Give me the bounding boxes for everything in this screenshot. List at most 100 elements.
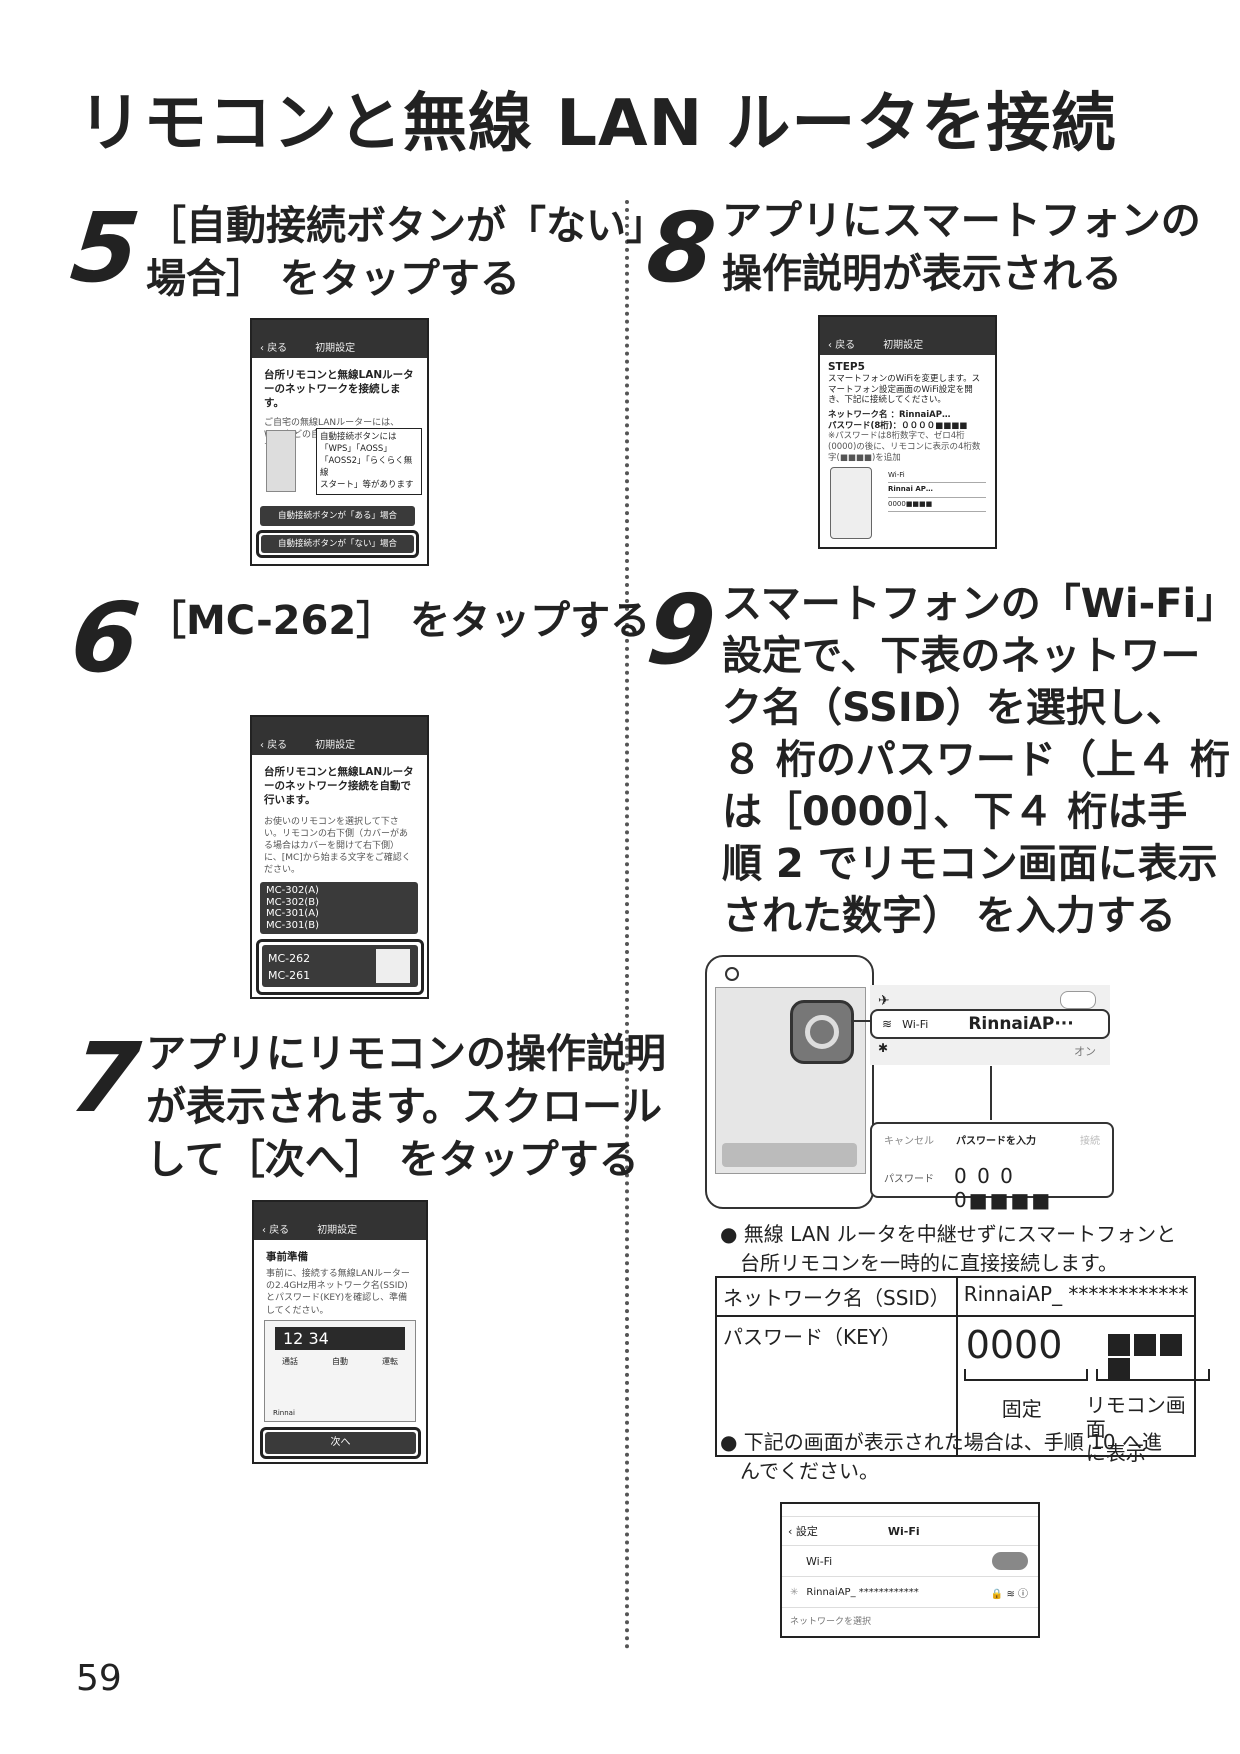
camera-icon [725, 967, 739, 981]
back-button[interactable]: ‹ 戻る [262, 1224, 290, 1236]
screen-title: Wi-Fi [887, 1524, 920, 1538]
step-8-number: 8 [642, 192, 721, 304]
step-5-number: 5 [66, 192, 145, 304]
back-button[interactable]: ‹ 戻る [260, 342, 288, 354]
wifi-settings-panel: ✈ ≋ Wi-Fi RinnaiAP··· ✱ オン [870, 985, 1110, 1065]
auto-button-no[interactable]: 自動接続ボタンが「ない」場合 [261, 535, 414, 553]
step-9-line-3: ク名（SSID）を選択し、 [722, 685, 1186, 731]
step-9-line-2: 設定で、下表のネットワー [722, 633, 1201, 679]
password-dialog-title: パスワードを入力 [956, 1136, 1036, 1147]
fixed-bracket [963, 1369, 1088, 1381]
nav-bar: ‹ 戻る 初期設定 [820, 331, 995, 355]
screen-header: 初期設定 [315, 342, 356, 354]
step-9-text: スマートフォンの「Wi-Fi」 設定で、下表のネットワー ク名（SSID）を選択… [722, 578, 1236, 942]
router-illustration [266, 430, 296, 492]
bluetooth-icon: ✱ [878, 1041, 889, 1055]
join-button[interactable]: 接続 [1080, 1136, 1100, 1147]
status-bar [782, 1504, 1038, 1517]
spinner-icon: ✳ [790, 1586, 799, 1598]
step-8-line-2: 操作説明が表示される [722, 250, 1122, 297]
screen-note: ※パスワードは8桁数字で、ゼロ4桁(0000)の後に、リモコンに表示の4桁数字(… [828, 431, 981, 463]
remote-button-auto: 自動 [332, 1357, 348, 1366]
phone-frame [705, 955, 874, 1209]
step-7-number: 7 [66, 1022, 145, 1134]
remote-bracket [1095, 1369, 1210, 1381]
back-button[interactable]: ‹ 戻る [260, 739, 288, 751]
bluetooth-status: オン [1074, 1045, 1096, 1058]
step-5-text: ［自動接続ボタンが「ない」 場合］ をタップする [146, 200, 666, 306]
remote-caption: リモコン画面 に表示 [1085, 1393, 1186, 1465]
arrow-right [852, 1020, 874, 1022]
auto-button-yes[interactable]: 自動接続ボタンが「ある」場合 [260, 506, 415, 526]
wifi-label: Wi-Fi [902, 1017, 929, 1031]
wifi-list-screen: ‹ 設定 Wi-Fi Wi-Fi ✳ RinnaiAP_ ***********… [780, 1502, 1040, 1638]
network-row[interactable]: ✳ RinnaiAP_ ************ 🔒 ≋ ⓘ [782, 1577, 1038, 1608]
back-button[interactable]: ‹ 設定 [788, 1525, 818, 1538]
ssid-value: RinnaiAP_ ************ [955, 1276, 1197, 1317]
lock-wifi-info-icon[interactable]: 🔒 ≋ ⓘ [990, 1588, 1028, 1600]
screen-desc: 事前に、接続する無線LANルーターの2.4GHz用ネットワーク名(SSID)とパ… [266, 1269, 410, 1316]
screen-header: 初期設定 [883, 339, 924, 351]
bullet-note-1: ● 無線 LAN ルータを中継せずにスマートフォンと 台所リモコンを一時的に直接… [720, 1222, 1177, 1275]
arrow-down [990, 1066, 992, 1120]
settings-illustration: Wi-Fi Rinnai AP… 0000■■■■ [888, 469, 986, 512]
step-6-line-1: ［MC-262］ をタップする [146, 598, 651, 644]
airplane-toggle[interactable] [1060, 991, 1096, 1009]
nav-bar: ‹ 戻る 初期設定 [252, 334, 427, 358]
screen-network: ネットワーク名 ：RinnaiAP… [828, 410, 951, 420]
airplane-icon: ✈ [878, 993, 890, 1009]
step-6-screen: ‹ 戻る 初期設定 台所リモコンと無線LANルーターのネットワーク接続を自動で行… [250, 715, 429, 999]
dock [722, 1143, 857, 1167]
column-divider [625, 200, 629, 1650]
step-5-line-1: ［自動接続ボタンが「ない」 [146, 203, 666, 249]
page-title: リモコンと無線 LAN ルータを接続 [78, 87, 1117, 161]
wifi-row[interactable]: ≋ Wi-Fi RinnaiAP··· [870, 1009, 1110, 1039]
settings-gear-icon[interactable] [790, 1000, 854, 1064]
fixed-digits: 0000 [965, 1323, 1063, 1367]
status-bar [252, 320, 427, 334]
phone-illustration [830, 467, 872, 539]
select-network-label: ネットワークを選択 [790, 1617, 872, 1627]
settings-wifi-row: Wi-Fi [888, 469, 986, 484]
model-group-mc30x[interactable]: MC-302(A) MC-302(B) MC-301(A) MC-301(B) [260, 882, 418, 934]
screen-lead: 事前準備 [266, 1251, 308, 1263]
cancel-button[interactable]: キャンセル [884, 1136, 934, 1147]
step-9-line-6: 順 2 でリモコン画面に表示 [722, 841, 1218, 887]
step-7-line-3: して［次へ］ をタップする [146, 1136, 639, 1183]
password-input[interactable]: 0 0 0 0■■■■ [954, 1164, 1053, 1212]
status-bar [820, 317, 995, 331]
screen-desc: お使いのリモコンを選択して下さい。リモコンの右下側（カバーがある場合はカバーを開… [264, 816, 411, 876]
step-5-screen: ‹ 戻る 初期設定 台所リモコンと無線LANルーターのネットワークを接続します。… [250, 318, 429, 566]
screen-header: 初期設定 [315, 739, 356, 751]
wifi-toggle[interactable] [992, 1552, 1028, 1570]
step-8-text: アプリにスマートフォンの 操作説明が表示される [722, 195, 1201, 301]
step-9-line-7: された数字） を入力する [722, 893, 1176, 939]
highlight-frame: MC-262 MC-261 [256, 939, 424, 995]
wifi-ssid: RinnaiAP··· [968, 1014, 1074, 1034]
key-value: 0000 固定 リモコン画面 に表示 [955, 1315, 1210, 1465]
bullet-note-2: ● 下記の画面が表示された場合は、手順 10 へ進 んでください。 [720, 1430, 1162, 1483]
fixed-caption: 固定 [1001, 1397, 1042, 1421]
remote-thumbnail [376, 949, 410, 983]
screen-step: STEP5 [828, 361, 865, 373]
remote-button-run: 運転 [382, 1357, 398, 1366]
next-button[interactable]: 次へ [265, 1432, 416, 1454]
step-6-number: 6 [66, 582, 145, 694]
password-dialog: キャンセル パスワードを入力 接続 パスワード 0 0 0 0■■■■ [870, 1122, 1114, 1212]
remote-display: 12 34 [275, 1327, 405, 1350]
status-bar [254, 1202, 426, 1216]
step-8-screen: ‹ 戻る 初期設定 STEP5 スマートフォンのWiFiを変更します。スマートフ… [818, 315, 997, 549]
settings-password-row: 0000■■■■ [888, 498, 986, 512]
step-9-line-1: スマートフォンの「Wi-Fi」 [722, 581, 1237, 627]
highlight-frame: 次へ [260, 1427, 421, 1459]
screen-desc: スマートフォンのWiFiを変更します。スマートフォン設定画面のWiFi設定を開き… [828, 374, 981, 406]
remote-digits [1107, 1331, 1195, 1380]
ssid-label: ネットワーク名（SSID） [715, 1276, 958, 1317]
screen-lead: 台所リモコンと無線LANルーターのネットワーク接続を自動で行います。 [264, 766, 414, 807]
step-7-line-2: が表示されます。スクロール [146, 1083, 662, 1130]
key-label: パスワード（KEY） [715, 1315, 958, 1457]
highlight-frame: 自動接続ボタンが「ない」場合 [256, 530, 419, 558]
step-7-text: アプリにリモコンの操作説明 が表示されます。スクロール して［次へ］ をタップす… [146, 1028, 666, 1186]
model-group-mc26x[interactable]: MC-262 MC-261 [262, 945, 418, 987]
back-button[interactable]: ‹ 戻る [828, 339, 856, 351]
